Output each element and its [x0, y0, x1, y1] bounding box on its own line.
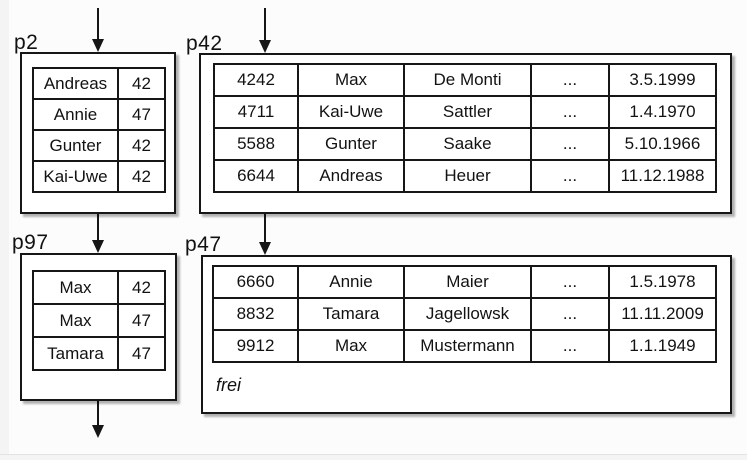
cell-id: 5588	[213, 127, 299, 161]
cell-ellipsis: ...	[530, 297, 610, 331]
cell-lastname: Saake	[403, 127, 532, 161]
table-row: 4711 Kai-Uwe Sattler ... 1.4.1970	[213, 95, 717, 129]
outgoing-arrow-p97	[92, 397, 104, 438]
cell-page-ref: 42	[117, 160, 166, 193]
cell-page-ref: 47	[117, 336, 166, 371]
arrow-head-icon	[92, 39, 104, 52]
table-row: Max 47	[32, 303, 166, 338]
arrow-head-icon	[259, 242, 271, 255]
arrow-p2-to-p97	[92, 210, 104, 253]
cell-birthdate: 1.1.1949	[608, 329, 717, 363]
page-box-p2: Andreas 42 Annie 47 Gunter 42 Kai-Uwe 42	[20, 52, 176, 214]
cell-ellipsis: ...	[530, 159, 610, 193]
cell-ellipsis: ...	[530, 127, 610, 161]
cell-ellipsis: ...	[530, 95, 610, 129]
cell-birthdate: 1.5.1978	[608, 265, 717, 299]
cell-lastname: Heuer	[403, 159, 532, 193]
cell-lastname: Maier	[403, 265, 532, 299]
table-row: Tamara 47	[32, 336, 166, 371]
cell-id: 9912	[212, 329, 299, 363]
cell-ellipsis: ...	[530, 63, 610, 97]
free-space-label: frei	[216, 375, 242, 395]
table-row: Andreas 42	[32, 67, 166, 100]
cell-name: Andreas	[32, 67, 119, 100]
table-row: Gunter 42	[32, 129, 166, 162]
cell-name: Tamara	[32, 336, 119, 371]
cell-firstname: Gunter	[297, 127, 405, 161]
cell-firstname: Andreas	[297, 159, 405, 193]
cell-birthdate: 11.11.2009	[608, 297, 717, 331]
cell-name: Max	[32, 270, 119, 305]
cell-id: 4242	[213, 63, 299, 97]
table-row: Annie 47	[32, 98, 166, 131]
table-row: 9912 Max Mustermann ... 1.1.1949	[212, 329, 717, 363]
cell-name: Annie	[32, 98, 119, 131]
page-box-p97: Max 42 Max 47 Tamara 47	[20, 253, 177, 401]
cell-firstname: Max	[297, 63, 405, 97]
index-table-p2: Andreas 42 Annie 47 Gunter 42 Kai-Uwe 42	[32, 67, 166, 193]
page-label-p2: p2	[14, 31, 39, 54]
cell-page-ref: 42	[117, 270, 166, 305]
cell-page-ref: 47	[117, 303, 166, 338]
cell-page-ref: 42	[117, 129, 166, 162]
arrow-shaft	[97, 397, 99, 426]
cell-birthdate: 1.4.1970	[608, 95, 717, 129]
cell-id: 6644	[213, 159, 299, 193]
cell-ellipsis: ...	[530, 265, 610, 299]
cell-id: 6660	[212, 265, 299, 299]
cell-birthdate: 11.12.1988	[608, 159, 717, 193]
arrow-shaft	[264, 210, 266, 243]
arrow-head-icon	[259, 40, 271, 53]
arrow-shaft	[97, 210, 99, 241]
cell-birthdate: 5.10.1966	[608, 127, 717, 161]
cell-birthdate: 3.5.1999	[608, 63, 717, 97]
cell-firstname: Max	[297, 329, 405, 363]
cell-name: Gunter	[32, 129, 119, 162]
cell-lastname: Jagellowsk	[403, 297, 532, 331]
cell-name: Max	[32, 303, 119, 338]
cell-page-ref: 47	[117, 98, 166, 131]
arrow-p42-to-p47	[259, 210, 271, 255]
page-label-p47: p47	[185, 233, 222, 256]
cell-firstname: Kai-Uwe	[297, 95, 405, 129]
cell-page-ref: 42	[117, 67, 166, 100]
table-row: 6644 Andreas Heuer ... 11.12.1988	[213, 159, 717, 193]
data-table-p42: 4242 Max De Monti ... 3.5.1999 4711 Kai-…	[213, 63, 717, 193]
table-row: 8832 Tamara Jagellowsk ... 11.11.2009	[212, 297, 717, 331]
left-edge-strip	[0, 0, 9, 460]
incoming-arrow-p42	[259, 8, 271, 53]
data-table-p47: 6660 Annie Maier ... 1.5.1978 8832 Tamar…	[212, 265, 717, 363]
page-box-p47: 6660 Annie Maier ... 1.5.1978 8832 Tamar…	[201, 255, 732, 414]
index-table-p97: Max 42 Max 47 Tamara 47	[32, 270, 166, 371]
arrow-head-icon	[92, 240, 104, 253]
table-row: Max 42	[32, 270, 166, 305]
cell-name: Kai-Uwe	[32, 160, 119, 193]
incoming-arrow-p2	[92, 8, 104, 52]
arrow-head-icon	[92, 425, 104, 438]
table-row: 6660 Annie Maier ... 1.5.1978	[212, 265, 717, 299]
cell-id: 4711	[213, 95, 299, 129]
arrow-shaft	[97, 8, 99, 40]
arrow-shaft	[264, 8, 266, 41]
cell-firstname: Annie	[297, 265, 405, 299]
page-label-p42: p42	[186, 32, 223, 55]
cell-id: 8832	[212, 297, 299, 331]
table-row: Kai-Uwe 42	[32, 160, 166, 193]
page-label-p97: p97	[12, 231, 49, 254]
cell-firstname: Tamara	[297, 297, 405, 331]
cell-ellipsis: ...	[530, 329, 610, 363]
bottom-edge-strip	[0, 454, 747, 460]
page-box-p42: 4242 Max De Monti ... 3.5.1999 4711 Kai-…	[199, 53, 732, 214]
cell-lastname: Mustermann	[403, 329, 532, 363]
table-row: 5588 Gunter Saake ... 5.10.1966	[213, 127, 717, 161]
cell-lastname: Sattler	[403, 95, 532, 129]
table-row: 4242 Max De Monti ... 3.5.1999	[213, 63, 717, 97]
cell-lastname: De Monti	[403, 63, 532, 97]
